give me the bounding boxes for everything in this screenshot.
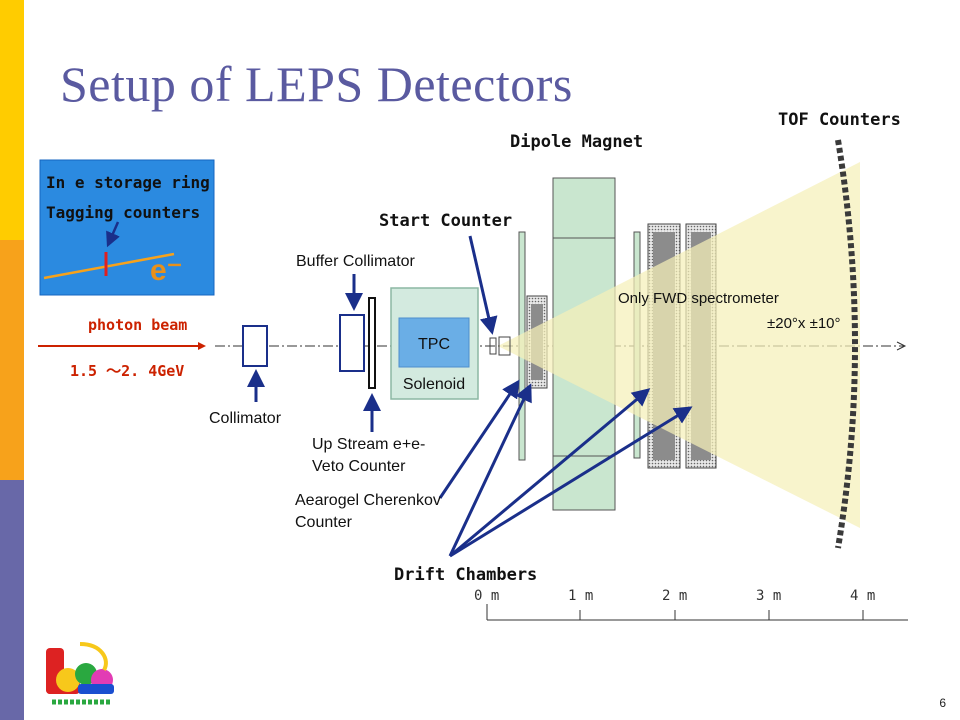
inset-electron-track	[43, 252, 175, 280]
fwd-spectrometer-label: Only FWD spectrometer	[618, 290, 779, 307]
drift-chamber-arrow-3	[449, 406, 693, 558]
acceptance-cone	[498, 162, 860, 528]
drift-chambers-label: Drift Chambers	[394, 565, 537, 585]
fwd-acceptance-label: ±20°x ±10°	[767, 315, 841, 332]
scale-label-0: 0 m	[474, 588, 499, 604]
beam-axis-arrowhead	[896, 341, 907, 351]
aerogel-arrow	[438, 379, 520, 499]
start-counter-arrow	[468, 235, 498, 335]
slide-title: Setup of LEPS Detectors	[60, 56, 573, 112]
logo-yellow-blob	[56, 668, 80, 692]
veto-counter	[368, 297, 376, 389]
aerogel-label-2: Counter	[295, 514, 353, 531]
inset-electron-label: e⁻	[150, 254, 183, 287]
buffer-collimator-label: Buffer Collimator	[296, 253, 416, 270]
upstream-veto-label-1: Up Stream e+e-	[312, 436, 425, 453]
left-bar-orange	[0, 240, 24, 480]
collimator-label: Collimator	[209, 410, 282, 427]
drift-chamber-arrow-2	[449, 388, 651, 558]
start-counter-label: Start Counter	[379, 211, 512, 231]
buffer-collimator	[339, 314, 365, 372]
aerogel-label-1: Aearogel Cherenkov	[295, 492, 441, 509]
scale-label-4: 4 m	[850, 588, 875, 604]
beam-energy-label: 1.5 ～2. 4GeV	[70, 362, 184, 380]
scale-label-2: 2 m	[662, 588, 687, 604]
drift-chamber-arrow-1	[448, 383, 532, 557]
tpc	[398, 317, 470, 368]
logo-arc	[79, 642, 108, 672]
collimator	[242, 325, 268, 367]
solenoid-label: Solenoid	[403, 376, 465, 393]
inset-arrow	[106, 221, 120, 248]
start-counter	[489, 337, 497, 355]
left-color-bar	[0, 0, 24, 720]
left-bar-yellow	[0, 0, 24, 240]
left-bar-purple	[0, 480, 24, 720]
page-number: 6	[939, 696, 946, 710]
tof-counters-wall	[835, 139, 858, 549]
logo-blue-bar	[78, 684, 114, 694]
dipole-magnet-label: Dipole Magnet	[510, 132, 643, 152]
leps-logo	[46, 642, 114, 705]
upstream-veto-label-2: Veto Counter	[312, 458, 406, 475]
inset-line1: In e storage ring	[46, 173, 210, 192]
scale-label-1: 1 m	[568, 588, 593, 604]
inset-line2: Tagging counters	[46, 203, 200, 222]
tpc-label: TPC	[418, 336, 450, 353]
tof-counters-label: TOF Counters	[778, 110, 901, 130]
photon-beam-label: photon beam	[88, 316, 187, 334]
scale-label-3: 3 m	[756, 588, 781, 604]
target-cell	[498, 336, 511, 356]
